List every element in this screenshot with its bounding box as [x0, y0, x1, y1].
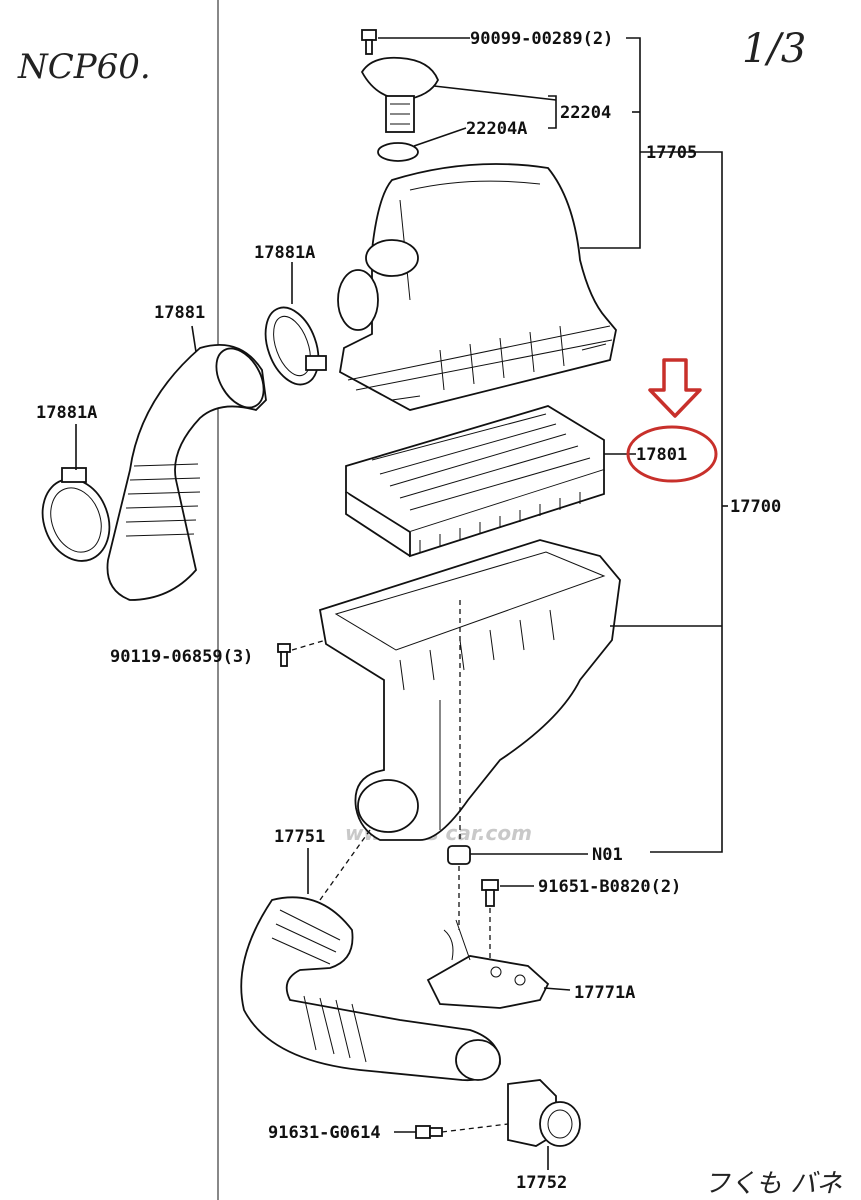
- label-22204: 22204: [560, 103, 611, 123]
- label-90119-06859: 90119-06859(3): [110, 647, 253, 667]
- label-17881: 17881: [154, 303, 205, 323]
- clamp-17881a-left-shape: [41, 467, 111, 562]
- label-17700: 17700: [730, 497, 781, 517]
- screw-90119-shape: [277, 643, 291, 667]
- bolt-top-shape: [361, 29, 377, 55]
- hose-17881-shape: [106, 344, 267, 601]
- label-17801: 17801: [636, 445, 687, 465]
- handwritten-model-code: NCP60.: [17, 47, 151, 87]
- filter-17801-shape: [345, 405, 605, 558]
- label-22204a: 22204A: [466, 119, 527, 139]
- label-17881a-upper: 17881A: [254, 243, 315, 263]
- label-17771a: 17771A: [574, 983, 635, 1003]
- highlight-circle: [626, 425, 718, 483]
- hose-17751-shape: [240, 896, 501, 1082]
- grommet-n01-shape: [447, 845, 471, 865]
- handwritten-bottom-note: フくも バネ: [704, 1169, 842, 1199]
- case-lower-shape: [318, 539, 621, 841]
- sensor-22204-shape: [360, 56, 439, 133]
- label-91651-b0820: 91651-B0820(2): [538, 877, 681, 897]
- bracket-17771a-shape: [426, 919, 550, 1009]
- label-17752: 17752: [516, 1173, 567, 1193]
- clamp-17752-shape: [507, 1079, 581, 1147]
- clamp-17881a-upper-shape: [264, 306, 327, 386]
- label-17881a-left: 17881A: [36, 403, 97, 423]
- label-91631-g0614: 91631-G0614: [268, 1123, 381, 1143]
- bolt-91651-shape: [481, 879, 499, 907]
- handwritten-page-mark: 1/3: [742, 26, 806, 72]
- label-n01: N01: [592, 845, 623, 865]
- label-17705: 17705: [646, 143, 697, 163]
- label-90099-00289: 90099-00289(2): [470, 29, 613, 49]
- gasket-22204a-shape: [377, 142, 419, 162]
- label-17751: 17751: [274, 827, 325, 847]
- cap-17705-shape: [337, 163, 617, 411]
- highlight-arrow-icon: [648, 358, 702, 418]
- screw-91631-shape: [415, 1125, 443, 1139]
